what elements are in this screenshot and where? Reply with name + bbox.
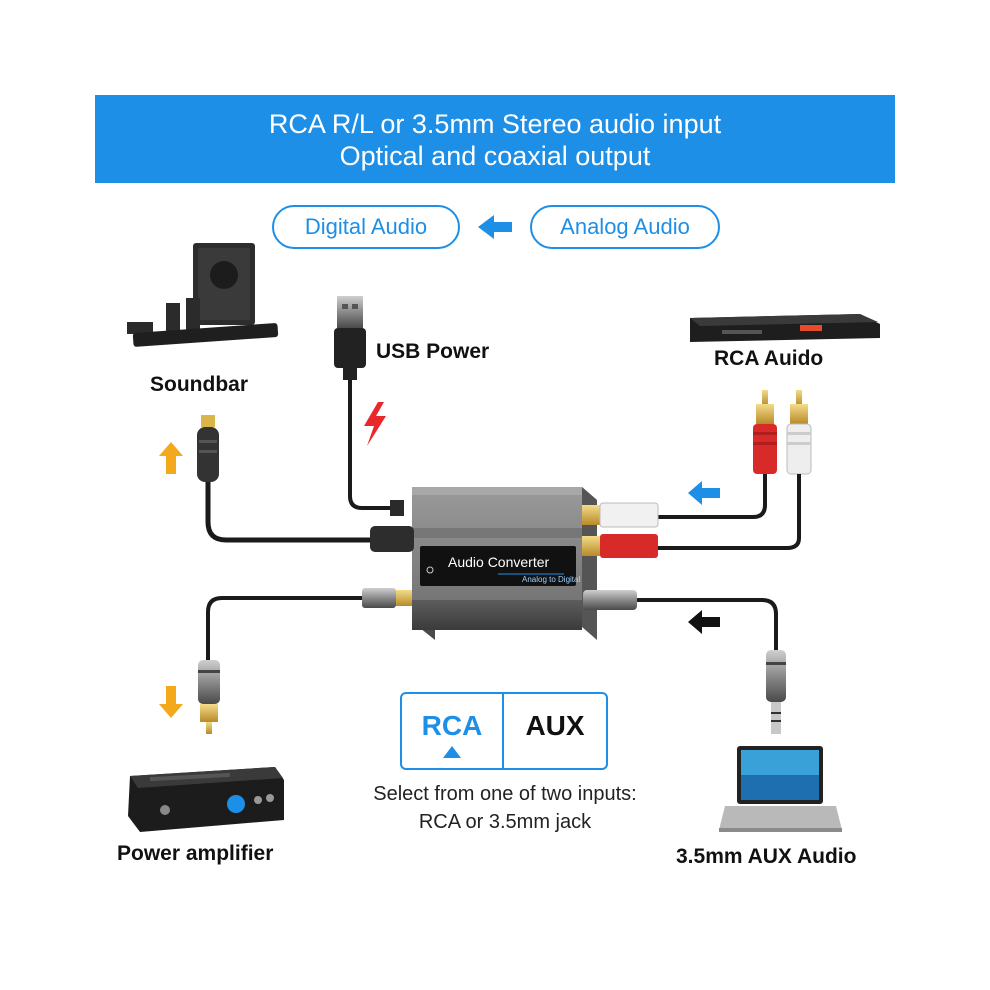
banner-line-1: RCA R/L or 3.5mm Stereo audio input [268, 109, 722, 139]
aux-plug-box-side [583, 590, 637, 610]
converter-name: Audio Converter [448, 554, 550, 570]
rca-plug-white-icon [786, 390, 812, 475]
coaxial-plug-icon [198, 660, 220, 734]
soundbar-icon [127, 243, 279, 347]
selector-caption-line-1: Select from one of two inputs: [373, 783, 637, 805]
down-arrow-icon [159, 686, 183, 718]
coaxial-plug-box-side [362, 588, 412, 608]
selector-option-aux: AUX [525, 710, 585, 741]
aux-source-label: 3.5mm AUX Audio [676, 845, 857, 868]
dvd-player-icon [690, 314, 880, 342]
selector-caption-line-2: RCA or 3.5mm jack [418, 811, 592, 833]
digital-audio-pill: Digital Audio [272, 205, 460, 249]
soundbar-label: Soundbar [150, 373, 248, 396]
laptop-icon [719, 746, 842, 832]
selected-triangle-icon [443, 746, 461, 758]
selector-option-rca: RCA [421, 710, 483, 741]
rca-plug-red-icon [753, 390, 777, 474]
input-selector: RCA AUX [400, 692, 608, 770]
up-arrow-icon [159, 442, 183, 474]
power-amplifier-icon [128, 767, 284, 832]
usb-power-label: USB Power [376, 340, 490, 363]
header-banner: RCA R/L or 3.5mm Stereo audio input Opti… [95, 95, 895, 183]
lightning-bolt-icon [364, 402, 386, 446]
analog-audio-pill: Analog Audio [530, 205, 720, 249]
converter-subtitle: Analog to Digital [522, 575, 580, 584]
banner-line-2: Optical and coaxial output [339, 141, 651, 171]
power-amplifier-label: Power amplifier [117, 842, 274, 865]
optical-input-plug [370, 526, 414, 552]
usb-plug-icon [334, 296, 366, 380]
optical-plug-icon [197, 415, 219, 482]
rca-input-jacks [582, 502, 659, 558]
black-left-arrow-icon [688, 610, 720, 634]
left-arrow-icon [478, 215, 512, 239]
audio-converter-device: Audio Converter Analog to Digital [412, 487, 597, 640]
aux-plug-icon [766, 650, 786, 734]
selector-divider [502, 694, 504, 768]
rca-source-label: RCA Auido [714, 347, 824, 370]
blue-left-arrow-icon [688, 481, 720, 505]
